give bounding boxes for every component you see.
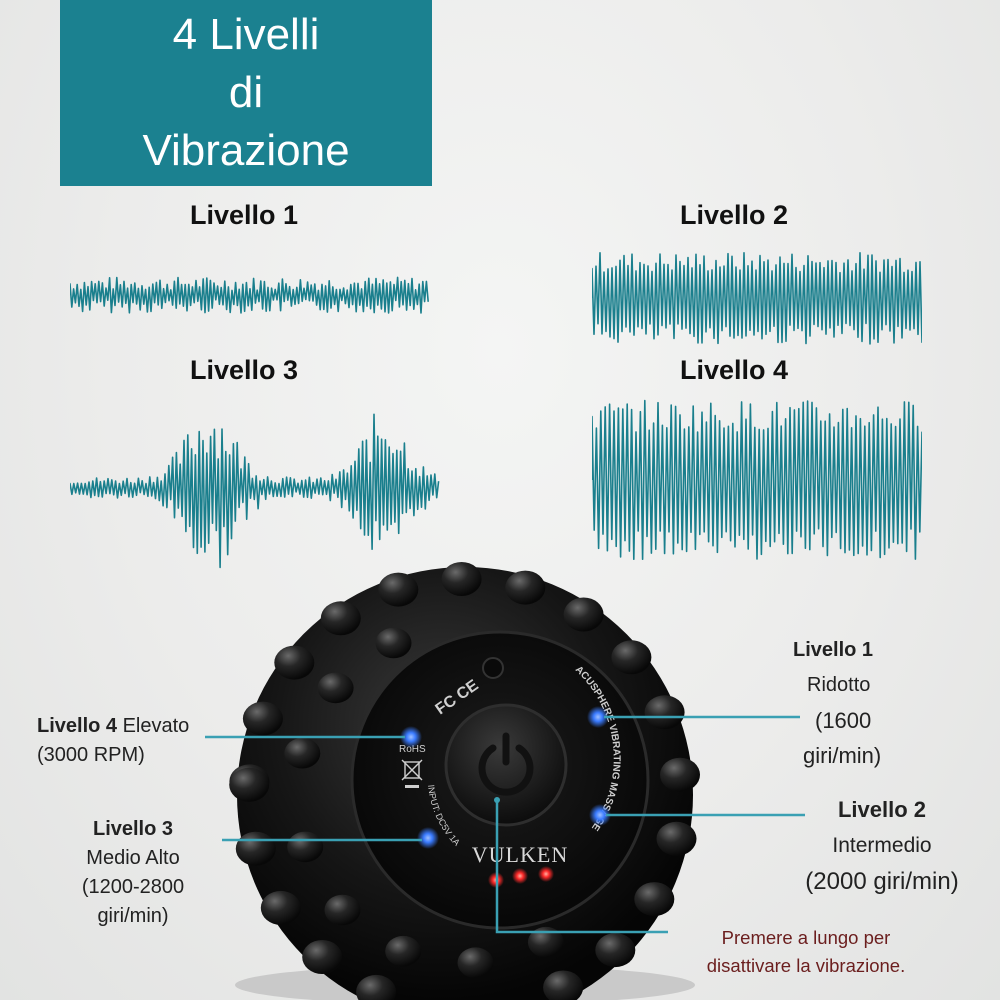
callout-level-3-rpm: (1200-2800 <box>81 876 185 898</box>
long-press-note: Premere a lungo per disattivare la vibra… <box>672 924 940 980</box>
callout-level-1-title: Livello 1 <box>793 639 874 661</box>
ball-bump <box>260 890 301 925</box>
ball-bump <box>229 767 270 802</box>
ball-bump <box>242 701 283 736</box>
power-icon <box>478 732 534 796</box>
ball-bump <box>235 831 276 866</box>
ball-bump <box>527 926 564 958</box>
led-level-1 <box>587 706 609 728</box>
ball-bump <box>656 821 697 856</box>
led-level-4 <box>400 726 422 748</box>
callout-level-1-unit: giri/min) <box>803 743 882 768</box>
ball-bumps <box>229 562 700 1000</box>
ball-bump <box>563 597 604 632</box>
ball-bump <box>302 940 343 974</box>
ball-bump <box>543 970 584 1000</box>
power-button[interactable] <box>444 703 568 827</box>
ball-bump <box>284 737 321 769</box>
ball-bump <box>441 562 482 596</box>
callout-level-2-rpm: (2000 giri/min) <box>805 868 959 895</box>
callout-level-1: Livello 1 Ridotto (1600 giri/min) <box>793 633 965 773</box>
callout-level-3-title: Livello 3 <box>92 818 174 840</box>
long-press-note-line-2: disattivare la vibrazione. <box>706 955 906 976</box>
waveform-trace <box>70 276 429 314</box>
callout-level-2-desc: Intermedio <box>832 834 932 857</box>
rohs-mark: RoHS <box>399 744 426 755</box>
callout-level-2-title: Livello 2 <box>837 797 927 822</box>
led-red-3 <box>538 866 554 882</box>
waveform-trace <box>592 399 922 560</box>
charging-port <box>482 657 504 679</box>
ball-bump <box>375 627 412 659</box>
callout-level-4-title: Livello 4 <box>37 715 118 737</box>
led-level-2 <box>589 804 611 826</box>
ball-bump <box>611 640 652 675</box>
title-line-1: 4 Livelli <box>172 10 320 59</box>
callout-level-1-rpm: (1600 <box>815 708 872 733</box>
led-red-2 <box>512 868 528 884</box>
ball-bump <box>644 695 685 730</box>
ball-bump <box>324 894 361 926</box>
ball-bump <box>634 882 675 917</box>
ball-bump <box>287 831 324 863</box>
callout-level-4-rpm: (3000 RPM) <box>37 744 145 766</box>
waveform-level-1 <box>70 276 429 314</box>
wave-label-level-1: Livello 1 <box>190 200 299 230</box>
title-line-3: Vibrazione <box>142 126 350 175</box>
callout-level-4: Livello 4 Elevato (3000 RPM) <box>37 712 189 770</box>
waveform-trace <box>592 252 922 345</box>
callout-level-3-desc: Medio Alto <box>86 847 180 869</box>
ball-bump <box>317 672 354 704</box>
ball-bump <box>457 947 494 978</box>
waveform-trace <box>70 413 440 569</box>
ball-bump <box>595 933 636 968</box>
waveform-level-3 <box>70 413 440 569</box>
wave-label-level-2: Livello 2 <box>680 200 789 230</box>
ball-bump <box>378 572 419 607</box>
wave-label-level-4: Livello 4 <box>680 355 789 385</box>
callout-lines <box>205 715 805 934</box>
ball-bump <box>505 570 546 605</box>
brand-logo: VULKEN <box>472 842 568 867</box>
callout-level-3-unit: giri/min) <box>97 905 169 927</box>
waveform-level-4 <box>592 399 922 560</box>
ball-bump <box>660 757 700 792</box>
ball-bump <box>320 601 361 636</box>
ball-bump <box>274 645 315 680</box>
title-banner: 4 Livelli di Vibrazione <box>60 0 432 186</box>
led-level-3 <box>417 827 439 849</box>
wave-label-level-3: Livello 3 <box>190 355 299 385</box>
callout-level-1-desc: Ridotto <box>807 674 871 696</box>
ball-bump <box>385 935 422 967</box>
ball-bump <box>356 974 397 1000</box>
long-press-note-line-1: Premere a lungo per <box>721 927 891 948</box>
callout-level-3: Livello 3 Medio Alto (1200-2800 giri/min… <box>48 815 218 931</box>
callout-level-2: Livello 2 Intermedio (2000 giri/min) <box>782 792 982 900</box>
callout-level-4-desc: Elevato <box>117 715 190 737</box>
weee-bin-icon <box>401 759 423 781</box>
title-line-2: di <box>228 68 264 117</box>
waveform-level-2 <box>592 252 922 345</box>
